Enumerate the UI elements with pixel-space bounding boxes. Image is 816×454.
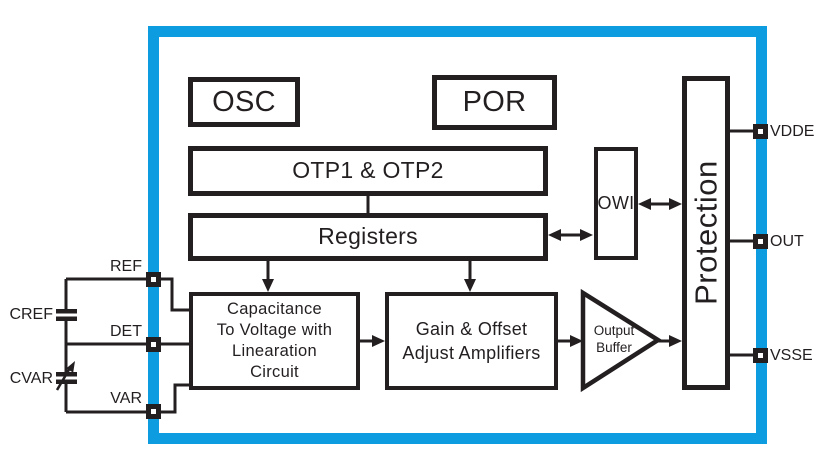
pin-out-label: OUT — [770, 233, 804, 250]
internal-wires — [266, 129, 754, 357]
buffer-line-1: Output — [593, 323, 635, 338]
pin-vdde-label: VDDE — [770, 123, 815, 140]
block-registers: Registers — [188, 213, 548, 261]
c2v-line-2: To Voltage with — [216, 320, 333, 339]
block-por-label: POR — [462, 86, 527, 119]
c2v-line-4: Circuit — [250, 363, 299, 382]
cref-label: CREF — [9, 306, 53, 323]
cref-capacitor-symbol — [56, 309, 77, 321]
buffer-line-2: Buffer — [596, 340, 632, 355]
arrow-heads — [262, 198, 682, 347]
output-buffer-triangle — [580, 288, 663, 393]
block-owi-label: OWI — [597, 192, 635, 213]
external-wires — [55, 277, 189, 414]
pin-ref — [146, 272, 161, 287]
gain-line-1: Gain & Offset — [415, 318, 528, 339]
pin-det-label: DET — [110, 323, 142, 340]
cvar-capacitor-symbol — [56, 361, 77, 384]
block-osc-label: OSC — [212, 85, 276, 118]
pin-vsse — [753, 348, 768, 363]
block-protection-label: Protection — [688, 160, 724, 306]
block-capacitance-to-voltage: Capacitance To Voltage with Linearation … — [189, 292, 360, 390]
block-owi: OWI — [594, 147, 638, 260]
pin-out — [753, 234, 768, 249]
block-por: POR — [432, 75, 557, 130]
c2v-line-3: Linearation — [232, 342, 317, 360]
block-protection: Protection — [682, 76, 730, 390]
pin-vdde — [753, 124, 768, 139]
output-buffer-label: Output Buffer — [585, 322, 643, 356]
pin-ref-label: REF — [110, 258, 142, 275]
pin-var-label: VAR — [110, 390, 142, 407]
cvar-label: CVAR — [9, 370, 53, 387]
cvar-arrow-head — [66, 361, 75, 373]
block-otp-label: OTP1 & OTP2 — [292, 157, 444, 184]
block-gain-offset-amplifiers: Gain & Offset Adjust Amplifiers — [385, 292, 558, 390]
gain-line-2: Adjust Amplifiers — [402, 343, 541, 363]
block-otp: OTP1 & OTP2 — [188, 146, 548, 196]
pin-var — [146, 404, 161, 419]
block-osc: OSC — [188, 77, 300, 127]
block-registers-label: Registers — [318, 223, 418, 250]
pin-vsse-label: VSSE — [770, 347, 813, 364]
c2v-line-1: Capacitance — [226, 299, 323, 318]
pin-det — [146, 337, 161, 352]
